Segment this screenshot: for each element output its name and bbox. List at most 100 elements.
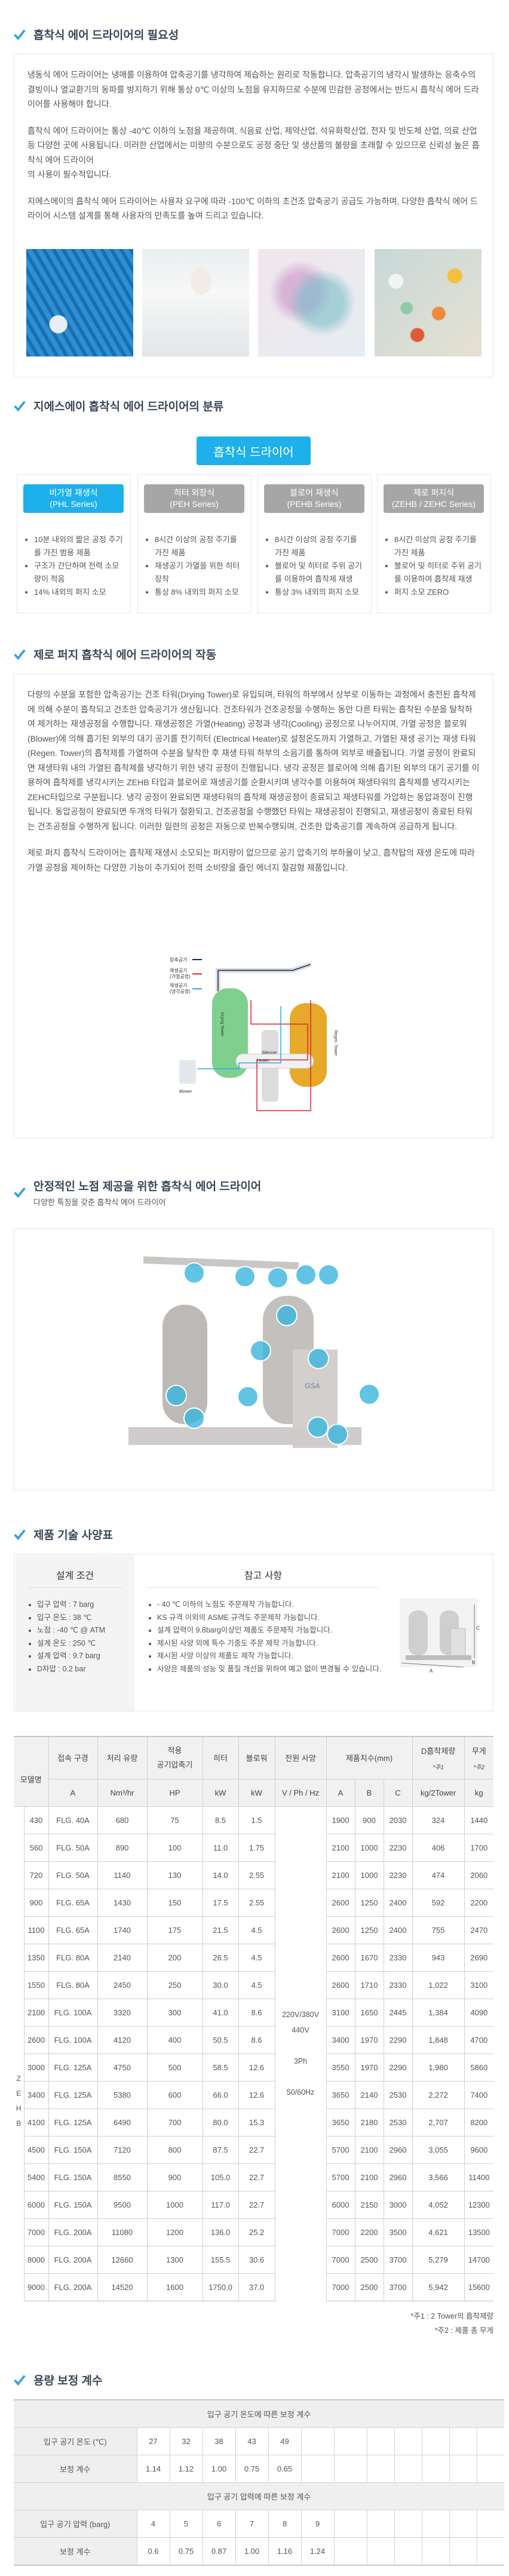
card-header[interactable]: 히터 외장식(PEH Series) [144, 484, 244, 513]
notes-title: 참고 사항 [244, 1571, 283, 1581]
tower-left [162, 1305, 207, 1424]
table-cell: 1000 [146, 2190, 203, 2219]
table-cell: 1700 [464, 1833, 494, 1862]
unit-header: Nm³/hr [97, 1778, 148, 1807]
design-conditions-panel [16, 1555, 134, 1711]
model-cell: 720 [23, 1861, 49, 1889]
table-cell: 2180 [354, 2108, 384, 2137]
table-cell: FLG. 150A [48, 2135, 98, 2164]
feature-hotspot[interactable] [237, 1386, 259, 1407]
table-cell: 1,022 [412, 1971, 465, 1999]
note-item: 제시된 사양 외에 특수 기종도 주문 제작 가능합니다. [157, 1637, 384, 1650]
table-cell: 1970 [354, 2025, 384, 2054]
card-header[interactable]: 블로어 재생식(PEHB Series) [264, 484, 364, 513]
table-cell: 1440 [464, 1806, 494, 1834]
blower [179, 1060, 196, 1084]
table-cell: 3320 [97, 1998, 148, 2027]
card-header[interactable]: 비가열 재생식(PHL Series) [23, 484, 124, 513]
feature-hotspot[interactable] [307, 1416, 329, 1438]
table-cell: 2690 [464, 1943, 494, 1972]
circuit-board-photo [26, 249, 133, 356]
table-cell: 4,052 [412, 2190, 465, 2219]
pills-photo [375, 249, 482, 356]
table-cell: 150 [146, 1888, 203, 1917]
table-cell: 2530 [383, 2080, 413, 2109]
feature-hotspot[interactable] [267, 1267, 289, 1289]
bullet-item: 구조가 간단하며 전력 소모량이 적음 [34, 560, 125, 586]
feature-hotspot[interactable] [276, 1305, 298, 1326]
header-blower: 블로워 [238, 1736, 275, 1779]
model-cell: 9000 [23, 2273, 49, 2301]
table-cell: 2200 [464, 1888, 494, 1917]
unit-header: kg/2Tower [412, 1778, 465, 1807]
table-cell: 5700 [326, 2163, 355, 2191]
table-cell: 2.55 [238, 1861, 275, 1889]
table-cell: FLG. 200A [48, 2218, 98, 2246]
table-cell: 5860 [464, 2053, 494, 2082]
table-cell: 2330 [383, 1971, 413, 1999]
value-cell [421, 2455, 450, 2483]
design-condition-item: 노점 : -40 ℃ @ ATM [37, 1624, 105, 1637]
table-cell: 87.5 [202, 2135, 239, 2164]
header-power: 전원 사양 [274, 1736, 327, 1779]
table-cell: 3,566 [412, 2163, 465, 2191]
spec-conditions-box: 설계 조건 입구 압력 : 7 barg입구 온도 : 38 ℃노점 : -40… [14, 1554, 493, 1711]
value-cell: 49 [268, 2427, 302, 2455]
row-label: 입구 공기 온도 (℃) [14, 2427, 137, 2455]
regen-tower [290, 1003, 327, 1087]
table-cell: 1200 [146, 2218, 203, 2246]
feature-hotspot[interactable] [183, 1262, 205, 1284]
feature-hotspot[interactable] [183, 1407, 205, 1429]
product-3d-image: GSA [128, 1256, 380, 1448]
legend-regen-heating-sub: (가열공정) [170, 973, 191, 979]
table-cell: 3100 [326, 1998, 355, 2027]
feature-hotspot[interactable] [250, 1340, 271, 1361]
table-cell: 3500 [383, 2218, 413, 2246]
model-cell: 900 [23, 1888, 49, 1917]
feature-hotspot[interactable] [295, 1264, 317, 1286]
table-cell: 8.5 [202, 1806, 239, 1834]
table-cell: 15600 [464, 2273, 494, 2301]
section-title-correction: 용량 보정 계수 [13, 2372, 102, 2388]
value-cell [476, 2455, 505, 2483]
table-cell: 1650 [354, 1998, 384, 2027]
table-cell: 4700 [464, 2025, 494, 2054]
value-cell [394, 2427, 422, 2455]
model-cell: 1350 [23, 1943, 49, 1972]
section-title-operation: 제로 퍼지 흡착식 에어 드라이어의 작동 [13, 646, 216, 662]
table-cell: 324 [412, 1806, 465, 1834]
table-cell: 12300 [464, 2190, 494, 2219]
table-cell: 1600 [146, 2273, 203, 2301]
value-cell [394, 2510, 422, 2538]
bullet-item: 통상 3% 내외의 퍼지 소모 [275, 586, 366, 599]
table-cell: 2960 [383, 2135, 413, 2164]
table-cell: 755 [412, 1916, 465, 1944]
feature-hotspot[interactable] [308, 1348, 329, 1369]
feature-hotspot[interactable] [318, 1264, 339, 1286]
value-cell: 0.6 [136, 2537, 170, 2566]
card-header[interactable]: 제로 퍼지식(ZEHB / ZEHC Series) [384, 484, 484, 513]
table-cell: 2030 [383, 1806, 413, 1834]
feature-hotspot[interactable] [358, 1384, 380, 1405]
value-cell: 1.00 [202, 2455, 236, 2483]
model-cell: 2600 [23, 2025, 49, 2054]
feature-hotspot[interactable] [165, 1385, 187, 1406]
card-type-name: 비가열 재생식 [49, 488, 98, 497]
table-cell: 2400 [383, 1916, 413, 1944]
table-cell: 1140 [97, 1861, 148, 1889]
table-cell: 2230 [383, 1861, 413, 1889]
table-cell: 700 [146, 2108, 203, 2137]
value-cell [333, 2427, 367, 2455]
header-desiccant: D흡착제량*주1 [412, 1736, 465, 1779]
feature-hotspot[interactable] [327, 1424, 348, 1445]
feature-hotspot[interactable] [234, 1266, 256, 1287]
legend-compressed-air: 압축공기 [170, 957, 187, 963]
classification-card: 히터 외장식(PEH Series)8시간 이상의 공정 주기를 가진 제품재생… [137, 474, 252, 613]
table-cell: 66.0 [202, 2080, 239, 2109]
row-label: 보정 계수 [14, 2455, 137, 2483]
classification-card: 제로 퍼지식(ZEHB / ZEHC Series)8시간 이상의 공정 주기를… [377, 474, 491, 613]
